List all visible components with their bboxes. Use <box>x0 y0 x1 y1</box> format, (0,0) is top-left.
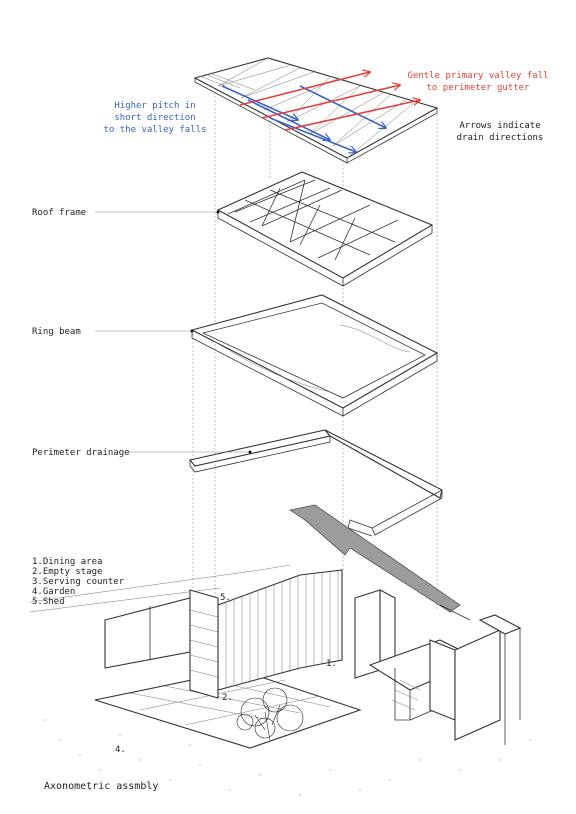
legend: 1.Dining area 2.Empty stage 3.Serving co… <box>32 557 125 607</box>
note-arrows-line-2: drain directions <box>457 133 544 143</box>
note-blue-line-2: short direction <box>114 113 195 123</box>
legend-item: 3.Serving counter <box>32 577 125 587</box>
legend-item: 5.Shed <box>32 597 65 607</box>
ring-beam <box>190 294 439 417</box>
roof-surface <box>193 57 439 164</box>
red-drain-arrows <box>239 72 420 131</box>
marker-empty-stage: 2. <box>222 693 233 703</box>
note-arrows-line-1: Arrows indicate <box>459 121 540 131</box>
marker-dining-area: 1. <box>326 659 337 669</box>
perimeter-drainage <box>188 429 443 537</box>
note-red-line-2: to perimeter gutter <box>427 83 531 93</box>
note-blue-line-3: to the valley falls <box>104 125 207 135</box>
roof-frame <box>216 171 434 287</box>
label-ring-beam: Ring beam <box>32 327 81 337</box>
label-roof-frame: Roof frame <box>32 208 86 218</box>
blue-drain-arrows <box>221 85 386 152</box>
note-blue-line-1: Higher pitch in <box>114 101 195 111</box>
legend-item: 2.Empty stage <box>32 567 102 577</box>
marker-garden: 4. <box>115 745 126 755</box>
note-red-line-1: Gentle primary valley fall <box>408 71 549 81</box>
ground-stipple <box>44 719 531 796</box>
tree-icon <box>236 687 304 741</box>
marker-shed: 5. <box>220 593 231 603</box>
ground-floor-plan <box>29 504 531 796</box>
label-perimeter-drainage: Perimeter drainage <box>32 448 130 458</box>
legend-item: 1.Dining area <box>32 557 102 567</box>
legend-item: 4.Garden <box>32 587 75 597</box>
caption: Axonometric assmbly <box>44 781 158 792</box>
